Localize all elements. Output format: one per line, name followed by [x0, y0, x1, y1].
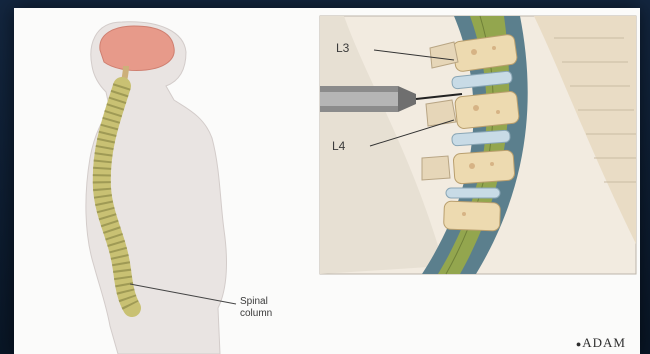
adam-logo: ●ADAM	[576, 335, 626, 351]
label-spinal-column: Spinal column	[240, 296, 272, 320]
label-spinal-line2: column	[240, 308, 272, 320]
adam-logo-text: ADAM	[582, 335, 626, 350]
illustration-panel: L3 L4 Spinal column ●ADAM	[14, 8, 640, 354]
label-spinal-line1: Spinal	[240, 296, 272, 308]
label-l3: L3	[336, 42, 349, 55]
label-l4: L4	[332, 140, 345, 153]
lumbar-puncture-inset	[14, 8, 640, 354]
